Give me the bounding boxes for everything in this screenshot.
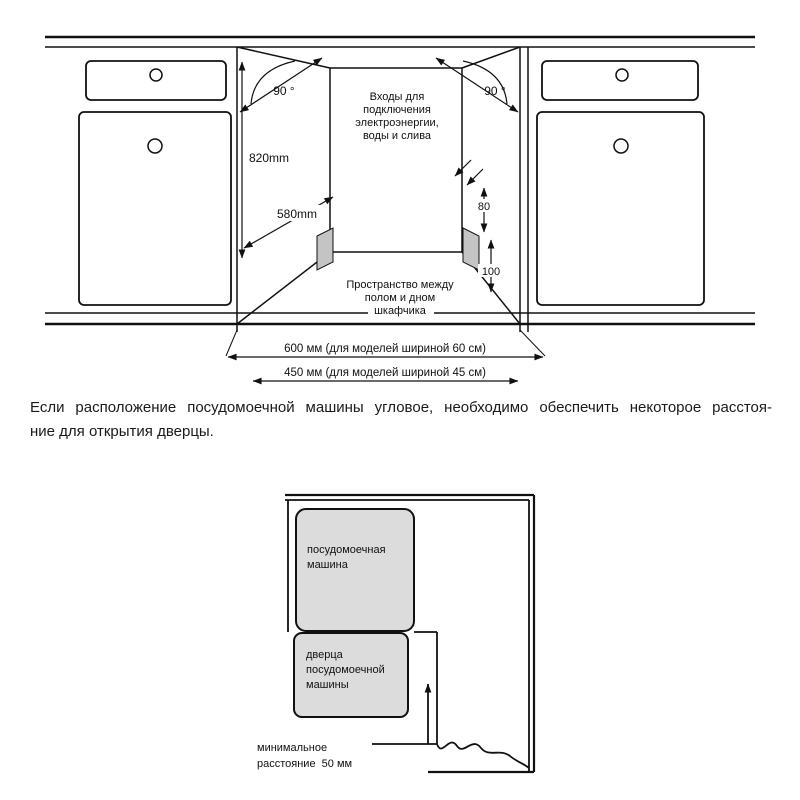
label-backing	[478, 264, 504, 277]
inputs-note-line: Входы для	[370, 91, 425, 103]
dim-80-label: 80	[478, 201, 490, 213]
label-backing	[475, 199, 493, 212]
dim-leader-line	[225, 329, 238, 357]
inputs-note-line: электроэнергии,	[355, 117, 438, 129]
niche-perspective-line-tr	[461, 46, 521, 69]
right-cabinet-door	[536, 111, 705, 306]
door-swing-curve	[436, 741, 530, 769]
dishwasher-label-line: посудомоечная	[307, 544, 386, 556]
inlet-pointer-arrow	[454, 159, 472, 177]
dim-leader-line	[519, 329, 546, 357]
label-backing	[275, 205, 327, 221]
floor-space-note-line: Пространство между	[346, 279, 454, 291]
dishwasher-body	[295, 508, 415, 632]
knob-icon	[147, 138, 163, 154]
note-line: Если расположение посудомоечной машины у…	[30, 399, 772, 416]
dim-100-label: 100	[482, 266, 500, 278]
inlet-pointer-arrow	[466, 168, 484, 186]
door-label-line: посудомоечной	[306, 664, 385, 676]
angle-arrow-right	[435, 57, 519, 113]
min-distance-label-line: расстояние 50 мм	[257, 758, 352, 770]
plinth-block-right	[462, 227, 480, 271]
knob-icon	[615, 68, 629, 82]
niche-installation-diagram: Входы для подключения электроэнергии, во…	[45, 35, 755, 385]
corner-note-paragraph: Если расположение посудомоечной машины у…	[30, 396, 772, 444]
height-dim-label: 820mm	[249, 151, 289, 165]
floor-space-note-line: полом и дном	[365, 292, 436, 304]
angle-label-right: 90 °	[484, 84, 506, 98]
plinth-block-left	[316, 227, 334, 271]
knob-icon	[613, 138, 629, 154]
dishwasher-label-line: машина	[307, 559, 349, 571]
right-cabinet	[536, 60, 705, 306]
floor-space-note-line: шкафчика	[374, 305, 427, 317]
niche-perspective-line-bl	[236, 251, 331, 325]
dishwasher-door	[293, 632, 409, 718]
left-cabinet	[78, 60, 232, 306]
depth-dim-label: 580mm	[277, 207, 317, 221]
note-line: ние для открытия дверцы.	[30, 423, 214, 440]
width-600-label: 600 мм (для моделей шириной 60 см)	[284, 343, 486, 355]
angle-arrow-left	[239, 57, 323, 113]
inputs-note-line: воды и слива	[363, 130, 432, 142]
floor-space-note: Пространство между полом и дном шкафчика	[346, 279, 454, 317]
width-450-label: 450 мм (для моделей шириной 45 см)	[284, 367, 486, 379]
min-distance-label-line: минимальное	[257, 742, 327, 754]
inputs-note: Входы для подключения электроэнергии, во…	[355, 91, 438, 142]
label-backing	[368, 302, 434, 318]
door-label-line: дверца	[306, 649, 344, 661]
inputs-note-line: подключения	[363, 104, 431, 116]
niche-back-wall	[329, 67, 463, 253]
door-label-line: машины	[306, 679, 349, 691]
angle-arc-left	[250, 60, 296, 105]
corner-placement-diagram: посудомоечная машина дверца посудомоечно…	[257, 493, 536, 774]
knob-icon	[149, 68, 163, 82]
angle-label-left: 90 °	[273, 84, 295, 98]
left-cabinet-door	[78, 111, 232, 306]
angle-arc-right	[462, 60, 508, 105]
